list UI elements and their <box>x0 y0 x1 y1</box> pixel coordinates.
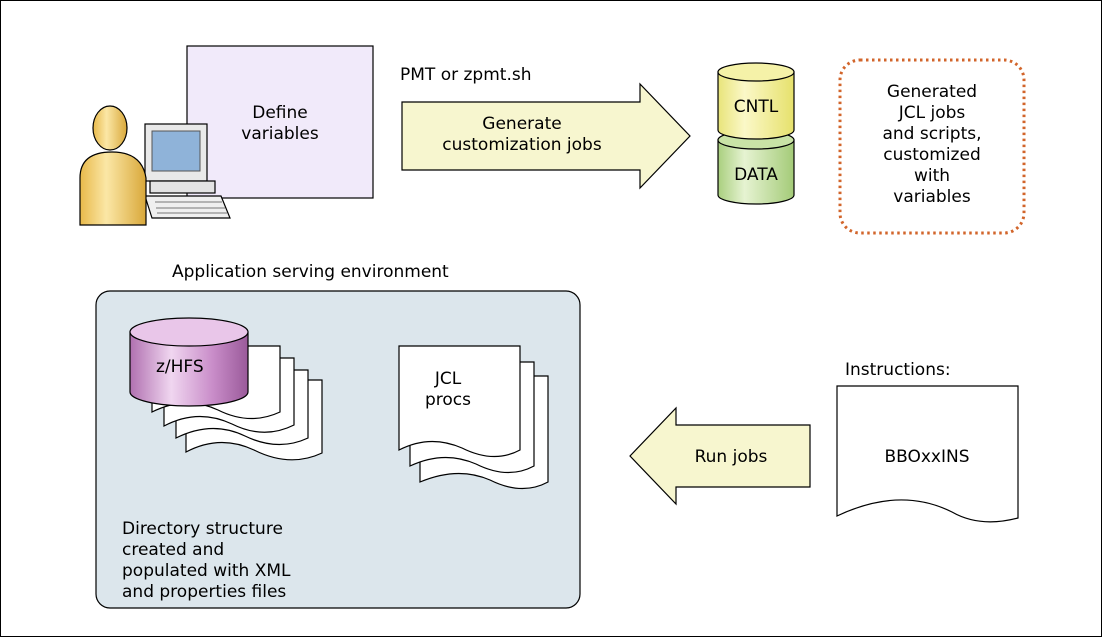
cntl-label: CNTL <box>734 97 779 117</box>
jcl-line-1: JCL <box>434 369 462 389</box>
data-label: DATA <box>734 165 778 185</box>
generated-line-6: variables <box>893 187 971 207</box>
user-icon <box>79 105 147 226</box>
data-cylinder: DATA <box>717 130 795 205</box>
define-variables-box: Define variables <box>186 45 374 199</box>
instructions-doc-label: BBOxxINS <box>884 447 969 467</box>
generated-line-2: JCL jobs <box>898 103 966 123</box>
generated-line-4: customized <box>883 145 981 165</box>
computer-icon <box>144 123 231 219</box>
generated-line-3: and scripts, <box>882 124 981 144</box>
instructions-document: BBOxxINS <box>836 385 1019 523</box>
env-description-line-4: and properties files <box>122 582 286 602</box>
cntl-cylinder: CNTL <box>717 62 795 140</box>
run-jobs-label: Run jobs <box>695 447 768 467</box>
environment-title: Application serving environment <box>172 262 449 282</box>
generated-line-1: Generated <box>887 82 977 102</box>
define-line-1: Define <box>252 103 308 123</box>
jcl-line-2: procs <box>425 390 471 410</box>
jcl-procs-document-stack: JCL procs <box>398 345 549 490</box>
env-description-line-1: Directory structure <box>122 519 283 539</box>
instructions-title: Instructions: <box>845 360 951 380</box>
env-description-line-2: created and <box>122 540 224 560</box>
generate-line-1: Generate <box>482 114 561 134</box>
generated-line-5: with <box>914 166 950 186</box>
generate-jobs-arrow: Generate customization jobs <box>401 82 691 190</box>
env-description-line-3: populated with XML <box>122 561 291 581</box>
generate-line-2: customization jobs <box>442 135 602 155</box>
application-serving-environment-panel: z/HFS JCL procs Directory structure crea… <box>95 290 581 609</box>
generated-jobs-box: Generated JCL jobs and scripts, customiz… <box>838 58 1026 235</box>
zhfs-label: z/HFS <box>156 357 204 377</box>
data-sets-cylinder-stack: DATA CNTL <box>717 62 795 205</box>
run-jobs-arrow: Run jobs <box>629 406 811 506</box>
define-line-2: variables <box>241 124 319 144</box>
tool-label: PMT or zpmt.sh <box>400 65 531 85</box>
zhfs-cylinder: z/HFS <box>129 317 249 407</box>
